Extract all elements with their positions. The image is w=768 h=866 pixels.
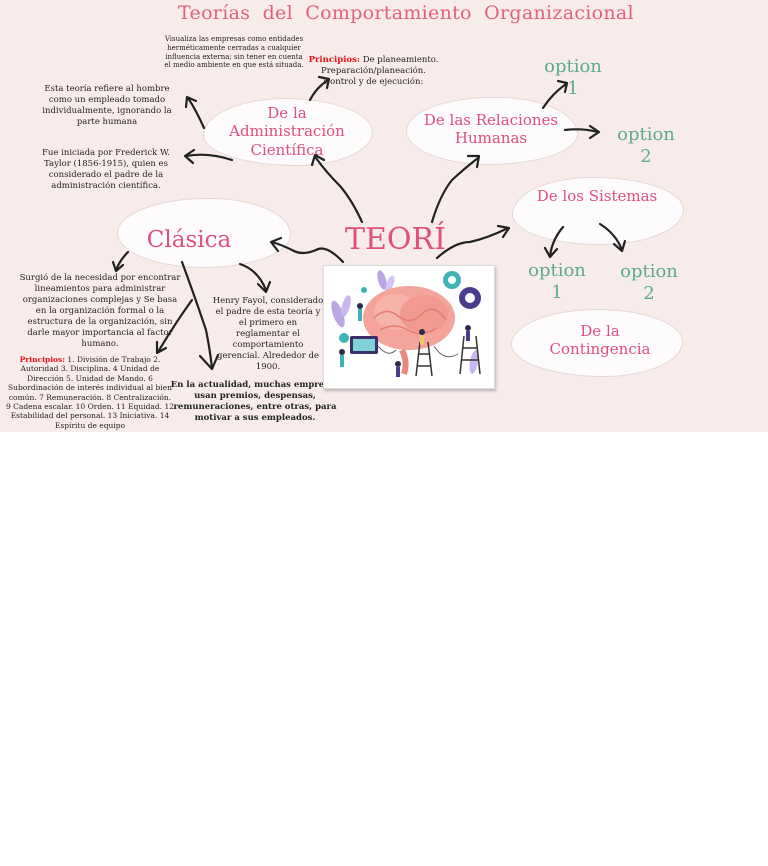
node-sistemas-label: De los Sistemas — [536, 187, 658, 205]
node-relaciones-label: De las Relaciones Humanas — [423, 111, 559, 148]
page-title: Teorías del Comportamiento Organizaciona… — [178, 2, 634, 24]
node-administracion-shape — [203, 98, 373, 166]
node-clasica-label: Clásica — [146, 227, 232, 253]
brain-illustration — [323, 265, 495, 389]
node-sistemas-shape — [512, 177, 684, 245]
text-visualiza: Visualiza las empresas como entidades he… — [164, 35, 304, 70]
brain-illustration-art — [331, 270, 481, 377]
connector-arrows — [111, 75, 627, 371]
mind-map-board: Teorías del Comportamiento Organizaciona… — [0, 0, 768, 432]
principios-clasica-text: 1. División de Trabajo 2. Autoridad 3. D… — [6, 355, 174, 430]
principios-admin-text: De planeamiento. Preparación/planeación.… — [321, 55, 439, 88]
node-contingencia-shape — [511, 309, 683, 377]
relaciones-option-1: option 1 — [544, 56, 602, 99]
text-taylor: Fue iniciada por Frederick W. Taylor (18… — [42, 148, 170, 192]
center-label: TEORÍ — [345, 222, 446, 257]
text-surgio: Surgió de la necesidad por encontrar lin… — [19, 273, 181, 350]
text-hombre: Esta teoría refiere al hombre como un em… — [42, 84, 172, 128]
node-contingencia-label: De la Contingencia — [549, 322, 651, 359]
node-relaciones-shape — [406, 97, 578, 165]
text-principios-administracion: Principios: De planeamiento. Preparación… — [307, 55, 440, 88]
text-principios-clasica: Principios: 1. División de Trabajo 2. Au… — [6, 355, 174, 430]
node-clasica-shape — [117, 198, 291, 268]
text-fayol: Henry Fayol, considerado el padre de est… — [212, 296, 324, 373]
node-administracion-label: De la Administración Científica — [229, 104, 345, 159]
relaciones-option-2: option 2 — [617, 124, 675, 167]
sistemas-option-1: option 1 — [528, 260, 586, 303]
principios-admin-label: Principios: — [308, 55, 361, 65]
principios-clasica-label: Principios: — [19, 355, 66, 364]
text-actualidad: En la actualidad, muchas empresas usan p… — [170, 380, 340, 424]
sistemas-option-2: option 2 — [620, 261, 678, 304]
